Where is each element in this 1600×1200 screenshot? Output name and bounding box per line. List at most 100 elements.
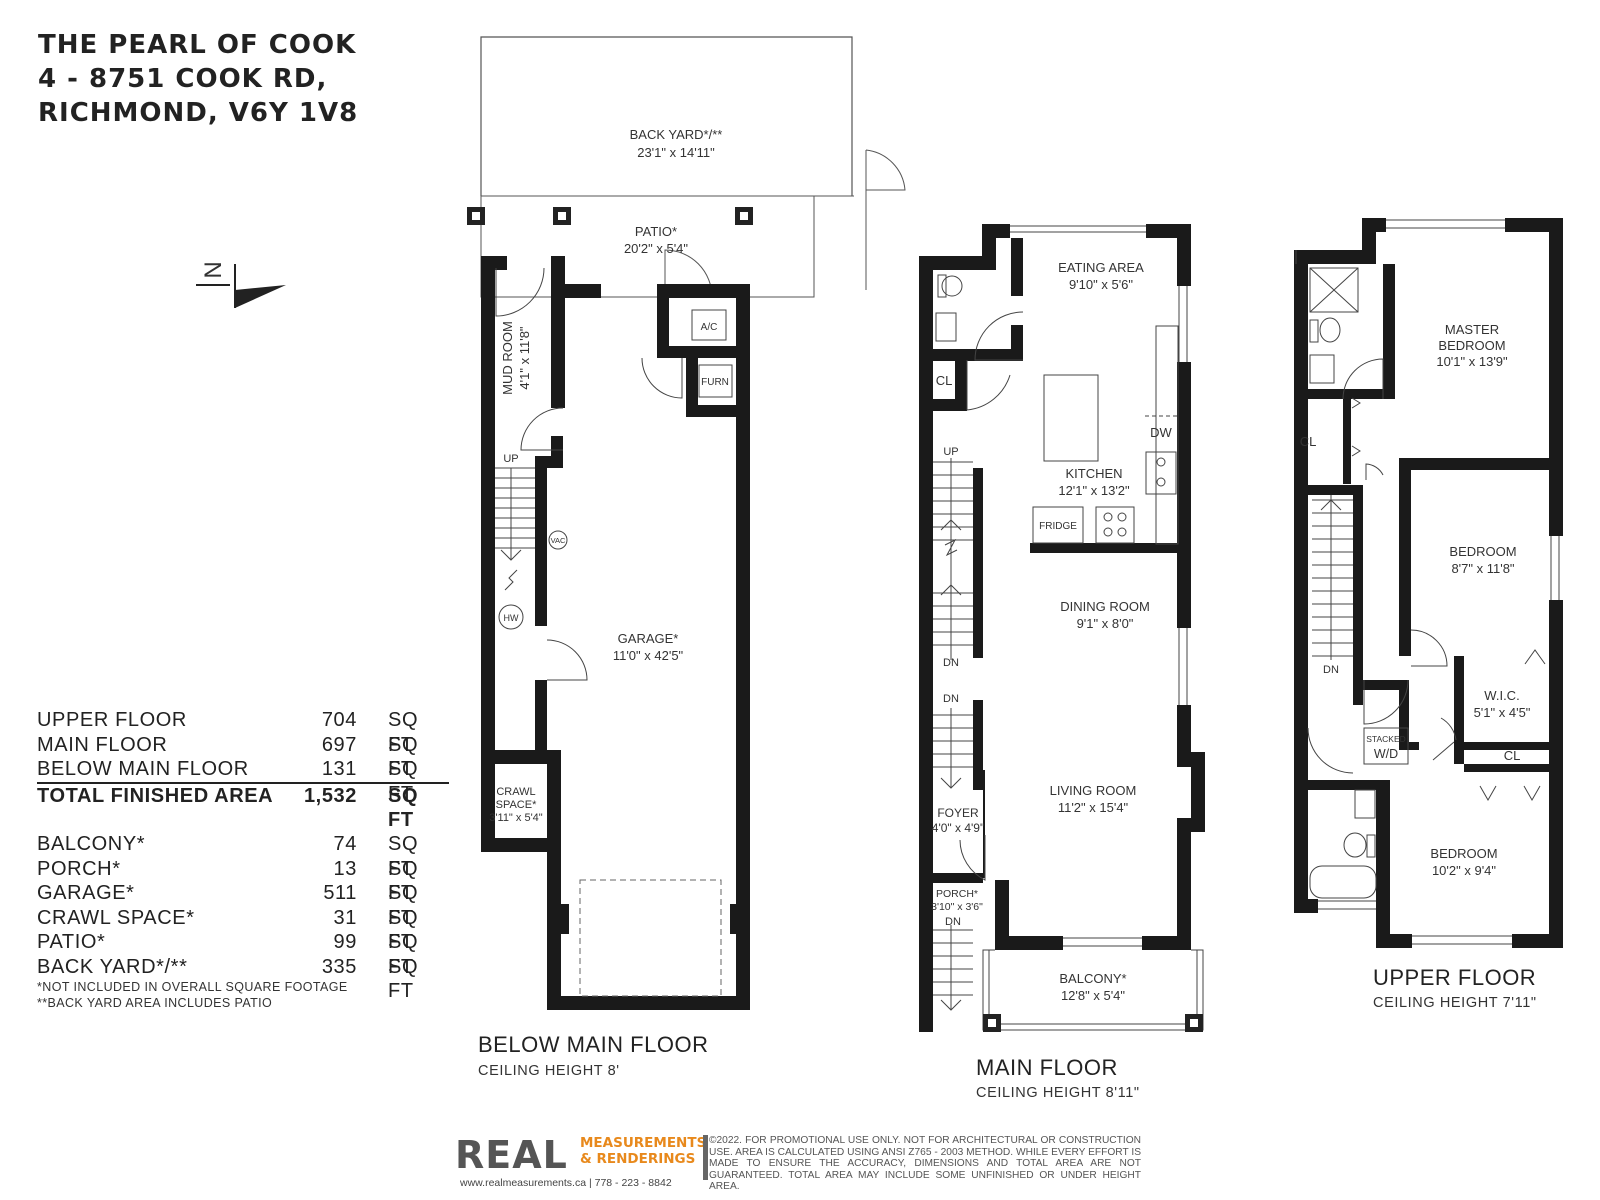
eating-area-name: EATING AREA: [1058, 260, 1144, 275]
upper-stairs-dn: DN: [1323, 664, 1339, 676]
area-unit: SQ FT: [388, 906, 419, 954]
mud-room-name: MUD ROOM: [500, 321, 515, 395]
footnote-1: *NOT INCLUDED IN OVERALL SQUARE FOOTAGE: [37, 980, 348, 994]
area-value: 697: [321, 733, 357, 756]
porch-stairs-dn: DN: [945, 916, 961, 928]
below-main-floor-title: BELOW MAIN FLOOR: [478, 1032, 708, 1057]
area-label: MAIN FLOOR: [37, 733, 168, 756]
area-label: BALCONY*: [37, 833, 146, 855]
address-line-1: 4 - 8751 COOK RD,: [38, 64, 328, 94]
below-main-floor-plan: A/C FURN UP VAC HW: [467, 36, 906, 1079]
area-row: BACK YARD*/** 335 SQ FT: [37, 955, 449, 1003]
area-row: UPPER FLOOR 704 SQ FT: [37, 708, 449, 756]
area-value: 131: [321, 758, 357, 780]
bedroom-3-dims: 10'2" x 9'4": [1432, 863, 1496, 878]
fridge-label: FRIDGE: [1039, 521, 1077, 532]
area-label: PORCH*: [37, 857, 121, 880]
area-unit: SQ FT: [388, 931, 419, 978]
main-closet-label: CL: [936, 373, 953, 388]
area-row: BELOW MAIN FLOOR 131 SQ FT: [37, 757, 449, 805]
bedroom-2-dims: 8'7" x 11'8": [1451, 561, 1514, 576]
main-stairs-dn-2: DN: [943, 693, 959, 705]
back-yard-name: BACK YARD*/**: [630, 127, 723, 142]
kitchen-dims: 12'1" x 13'2": [1058, 483, 1130, 498]
stairs-up-label: UP: [503, 453, 518, 465]
area-unit: SQ FT: [388, 857, 419, 905]
area-unit: SQ FT: [388, 709, 419, 756]
area-row: PORCH* 13 SQ FT: [37, 857, 449, 905]
area-unit: SQ FT: [388, 733, 419, 781]
dining-room-dims: 9'1" x 8'0": [1077, 616, 1134, 631]
company-logo-subtitle: MEASUREMENTS & RENDERINGS: [580, 1135, 706, 1167]
bedroom-2-name: BEDROOM: [1449, 544, 1516, 559]
patio-dims: 20'2" x 5'4": [624, 241, 688, 256]
crawl-dims: 3'11" x 5'4": [489, 812, 542, 824]
main-stairs-dn-1: DN: [943, 657, 959, 669]
area-label: PATIO*: [37, 931, 106, 953]
area-value: 74: [333, 833, 357, 855]
area-value: 511: [323, 882, 357, 904]
eating-area-dims: 9'10" x 5'6": [1069, 277, 1133, 292]
area-label: UPPER FLOOR: [37, 709, 187, 731]
area-value: 13: [333, 857, 357, 880]
area-value: 99: [333, 931, 357, 953]
area-unit: SQ FT: [388, 955, 419, 1003]
total-area-value: 1,532: [303, 784, 357, 807]
area-summary-table: UPPER FLOOR 704 SQ FT MAIN FLOOR 697 SQ …: [37, 708, 449, 1011]
area-value: 335: [321, 955, 357, 978]
area-row: CRAWL SPACE* 31 SQ FT: [37, 906, 449, 954]
furn-label: FURN: [701, 377, 729, 388]
balcony-name: BALCONY*: [1059, 971, 1126, 986]
dining-room-name: DINING ROOM: [1060, 599, 1150, 614]
area-row: BALCONY* 74 SQ FT: [37, 832, 449, 880]
logo-sub-line-2: & RENDERINGS: [580, 1151, 696, 1167]
porch-name: PORCH*: [936, 888, 978, 900]
total-area-label: TOTAL FINISHED AREA: [37, 784, 274, 807]
upper-closet-2-label: CL: [1504, 748, 1521, 763]
area-unit: SQ FT: [388, 833, 419, 880]
dishwasher-label: DW: [1150, 425, 1172, 440]
crawl-name-2: SPACE*: [496, 799, 537, 811]
area-row: GARAGE* 511 SQ FT: [37, 881, 449, 929]
property-title-block: THE PEARL OF COOK 4 - 8751 COOK RD, RICH…: [38, 28, 358, 130]
master-bedroom-dims: 10'1" x 13'9": [1436, 354, 1508, 369]
mud-room-dims: 4'1" x 11'8": [517, 326, 532, 389]
living-room-name: LIVING ROOM: [1050, 783, 1137, 798]
area-row: MAIN FLOOR 697 SQ FT: [37, 733, 449, 781]
washer-dryer-label: W/D: [1374, 747, 1398, 761]
balcony-dims: 12'8" x 5'4": [1061, 988, 1125, 1003]
total-area-row: TOTAL FINISHED AREA 1,532 SQ FT: [37, 781, 449, 831]
area-unit: SQ FT: [388, 882, 419, 929]
north-arrow-icon: N: [196, 261, 286, 308]
area-label: BACK YARD*/**: [37, 955, 188, 978]
main-ceiling: CEILING HEIGHT 8'11": [976, 1085, 1140, 1101]
main-floor-title: MAIN FLOOR: [976, 1055, 1118, 1080]
porch-dims: 3'10" x 3'6": [931, 901, 983, 913]
area-label: GARAGE*: [37, 882, 135, 904]
stacked-label: STACKED: [1366, 734, 1406, 744]
bedroom-3-name: BEDROOM: [1430, 846, 1497, 861]
upper-floor-title: UPPER FLOOR: [1373, 965, 1536, 990]
master-bedroom-name-2: BEDROOM: [1438, 338, 1505, 353]
back-yard-dims: 23'1" x 14'11": [637, 145, 715, 160]
company-logo: REAL: [455, 1133, 568, 1177]
logo-sub-line-1: MEASUREMENTS: [580, 1135, 707, 1151]
company-contact: www.realmeasurements.ca | 778 - 223 - 88…: [460, 1177, 672, 1189]
crawl-name-1: CRAWL: [496, 786, 535, 798]
vac-label: VAC: [551, 536, 566, 545]
wic-dims: 5'1" x 4'5": [1474, 705, 1531, 720]
living-room-dims: 11'2" x 15'4": [1058, 800, 1129, 815]
master-bedroom-name-1: MASTER: [1445, 322, 1499, 337]
garage-dims: 11'0" x 42'5": [613, 648, 684, 663]
upper-ceiling: CEILING HEIGHT 7'11": [1373, 995, 1537, 1011]
footer-divider: [703, 1135, 708, 1180]
footnote-2: **BACK YARD AREA INCLUDES PATIO: [37, 996, 273, 1010]
disclaimer: ©2022. For promotional use only. Not for…: [709, 1135, 1141, 1193]
foyer-name: FOYER: [937, 806, 979, 820]
kitchen-name: KITCHEN: [1065, 466, 1122, 481]
address-line-2: RICHMOND, V6Y 1V8: [38, 98, 359, 128]
main-floor-plan: CL DW FRIDGE: [919, 224, 1205, 1101]
foyer-dims: 4'0" x 4'9": [932, 821, 984, 835]
ac-label: A/C: [701, 322, 718, 333]
